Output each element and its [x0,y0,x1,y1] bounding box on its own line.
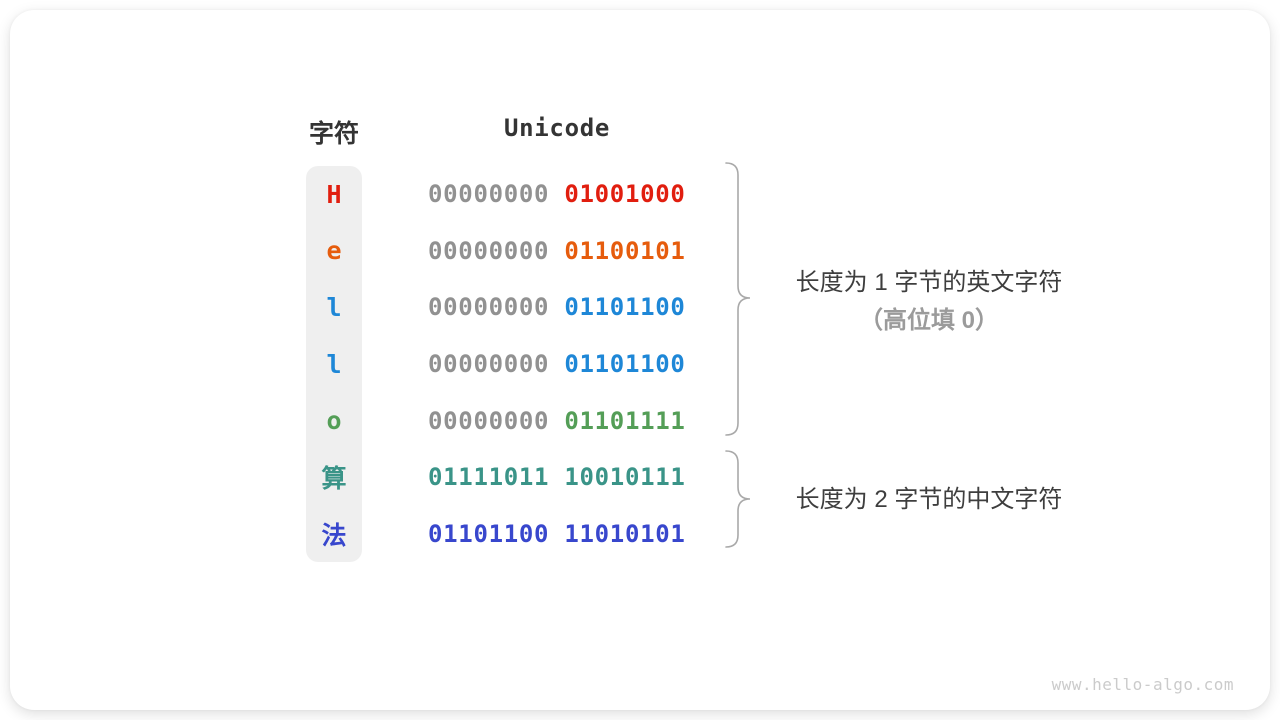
annotation-chinese-chars: 长度为 2 字节的中文字符 [769,481,1089,519]
table-row: e 00000000 01100101 [306,223,706,280]
column-header-character: 字符 [308,120,359,148]
unicode-binary-cell: 01111011 10010111 [428,463,686,491]
low-byte: 01001000 [564,180,686,209]
high-byte: 00000000 [428,406,550,435]
annotation-english-chars: 长度为 1 字节的英文字符 （高位填 0） [769,264,1089,340]
annotation-english-line2: （高位填 0） [858,307,999,334]
brace-english-group [725,162,751,436]
column-header-unicode: Unicode [503,114,611,142]
high-byte: 00000000 [428,293,550,322]
unicode-binary-cell: 00000000 01101100 [428,293,686,321]
unicode-binary-cell: 00000000 01101111 [428,407,686,435]
low-byte: 01101100 [564,350,686,379]
high-byte: 00000000 [428,180,550,209]
annotation-english-line1: 长度为 1 字节的英文字符 [795,269,1063,296]
high-byte: 01111011 [428,463,550,492]
character-cell: 算 [321,464,347,494]
annotation-chinese-line1: 长度为 2 字节的中文字符 [795,486,1063,513]
watermark-url: www.hello-algo.com [1051,675,1234,694]
low-byte: 10010111 [564,463,686,492]
table-row: l 00000000 01101100 [306,279,706,336]
unicode-table: H 00000000 01001000 e 00000000 01100101 … [306,166,706,562]
table-row: l 00000000 01101100 [306,336,706,393]
table-row: o 00000000 01101111 [306,392,706,449]
table-row: 法 01101100 11010101 [306,505,706,562]
character-cell: o [326,406,342,436]
unicode-binary-cell: 00000000 01001000 [428,180,686,208]
unicode-binary-cell: 01101100 11010101 [428,520,686,548]
low-byte: 01100101 [564,236,686,265]
character-cell: H [326,179,342,209]
character-cell: 法 [321,520,347,550]
table-row: 算 01111011 10010111 [306,449,706,506]
character-cell: l [326,349,342,379]
unicode-binary-cell: 00000000 01100101 [428,237,686,265]
character-cell: l [326,292,342,322]
character-cell: e [326,236,342,266]
low-byte: 01101111 [564,406,686,435]
low-byte: 11010101 [564,519,686,548]
unicode-binary-cell: 00000000 01101100 [428,350,686,378]
high-byte: 01101100 [428,519,550,548]
brace-chinese-group [725,450,751,548]
character-column-background [306,166,362,562]
high-byte: 00000000 [428,350,550,379]
low-byte: 01101100 [564,293,686,322]
table-row: H 00000000 01001000 [306,166,706,223]
diagram-card: 字符 Unicode H 00000000 01001000 e 0000000… [10,10,1270,710]
high-byte: 00000000 [428,236,550,265]
